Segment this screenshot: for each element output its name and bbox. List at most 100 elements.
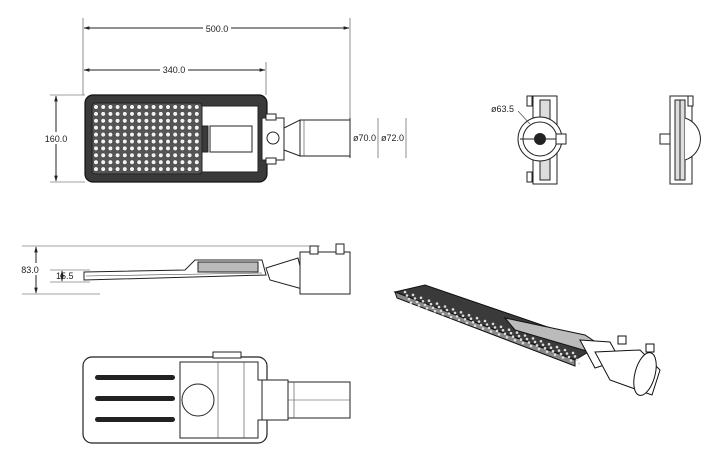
pole-diameter-label: ø63.5 xyxy=(491,104,514,114)
end-view-front: ø63.5 xyxy=(491,95,567,185)
led-dot xyxy=(93,104,99,110)
led-dot xyxy=(179,132,185,138)
led-dot xyxy=(143,166,149,172)
led-dot xyxy=(151,145,157,151)
led-dot xyxy=(439,309,443,312)
led-dot xyxy=(158,166,164,172)
led-dot xyxy=(489,330,493,333)
led-dot xyxy=(172,104,178,110)
led-dot xyxy=(172,159,178,165)
led-dot xyxy=(172,145,178,151)
led-dot xyxy=(179,104,185,110)
led-dot xyxy=(423,303,427,307)
led-dot xyxy=(129,118,135,124)
led-dot xyxy=(143,145,149,151)
led-dot xyxy=(509,331,513,335)
led-dot xyxy=(115,166,121,172)
led-dot xyxy=(107,145,113,151)
led-dot xyxy=(115,125,121,131)
led-dot xyxy=(463,318,467,321)
led-dot xyxy=(165,104,171,110)
led-dot xyxy=(459,311,463,314)
led-dot xyxy=(407,297,411,301)
led-dot xyxy=(158,159,164,165)
led-dot xyxy=(427,299,431,303)
led-dot xyxy=(467,313,471,317)
led-dot xyxy=(151,166,157,172)
bottom-view xyxy=(82,351,351,444)
led-dot xyxy=(129,138,135,144)
led-dot xyxy=(187,104,193,110)
led-dot xyxy=(151,159,157,165)
led-dot xyxy=(129,145,135,151)
led-dot xyxy=(441,312,445,316)
led-dot xyxy=(495,329,499,333)
led-dot xyxy=(143,125,149,131)
led-dot xyxy=(405,294,409,297)
led-dot xyxy=(93,166,99,172)
led-dot xyxy=(172,125,178,131)
led-dot xyxy=(417,304,421,307)
led-dot xyxy=(187,145,193,151)
led-dot xyxy=(100,118,106,124)
led-dot xyxy=(136,145,142,151)
led-dot xyxy=(158,125,164,131)
led-dot xyxy=(194,145,200,151)
top-view: 500.0 340.0 160.0 ø70.0 ø72.0 xyxy=(44,18,407,183)
led-dot xyxy=(122,111,128,117)
led-dot xyxy=(575,358,579,362)
led-dot xyxy=(158,145,164,151)
led-dot xyxy=(477,320,481,323)
led-dot xyxy=(122,159,128,165)
led-dot xyxy=(501,329,505,332)
thickness-label: 15.5 xyxy=(56,271,74,281)
led-dot xyxy=(107,104,113,110)
led-dot xyxy=(437,305,441,309)
led-dot xyxy=(431,306,435,310)
led-dot xyxy=(561,356,565,359)
led-dot xyxy=(136,138,142,144)
led-dot xyxy=(151,118,157,124)
led-dot xyxy=(151,104,157,110)
led-dot xyxy=(100,125,106,131)
led-dot xyxy=(165,145,171,151)
led-dot xyxy=(100,111,106,117)
led-dot xyxy=(485,323,489,326)
led-dot xyxy=(479,323,483,327)
overall-length-label: 500.0 xyxy=(206,24,229,34)
body-width-label: 160.0 xyxy=(45,134,68,144)
led-dot xyxy=(107,111,113,117)
led-dot xyxy=(122,125,128,131)
led-dot xyxy=(151,132,157,138)
led-dot xyxy=(461,314,465,318)
led-dot xyxy=(107,152,113,158)
led-dot xyxy=(475,316,479,320)
led-dot xyxy=(143,111,149,117)
led-dot xyxy=(559,352,563,356)
led-dot xyxy=(535,344,539,347)
led-dot xyxy=(143,138,149,144)
led-dot xyxy=(523,334,527,337)
led-dot xyxy=(419,296,423,300)
led-dot xyxy=(433,309,437,313)
led-dot xyxy=(451,308,455,311)
led-dot xyxy=(187,125,193,131)
led-dot xyxy=(449,315,453,319)
led-dot xyxy=(565,352,569,355)
led-dot xyxy=(547,342,551,346)
led-dot xyxy=(172,118,178,124)
led-dot xyxy=(194,125,200,131)
led-dot xyxy=(415,300,419,304)
led-dot xyxy=(93,159,99,165)
led-dot xyxy=(187,132,193,138)
led-dot xyxy=(473,324,477,328)
led-dot xyxy=(129,166,135,172)
end-view-back xyxy=(659,95,701,185)
led-dot xyxy=(165,111,171,117)
led-dot xyxy=(569,359,573,362)
led-dot xyxy=(115,132,121,138)
led-dot xyxy=(179,152,185,158)
led-dot xyxy=(471,320,475,324)
led-dot xyxy=(93,145,99,151)
